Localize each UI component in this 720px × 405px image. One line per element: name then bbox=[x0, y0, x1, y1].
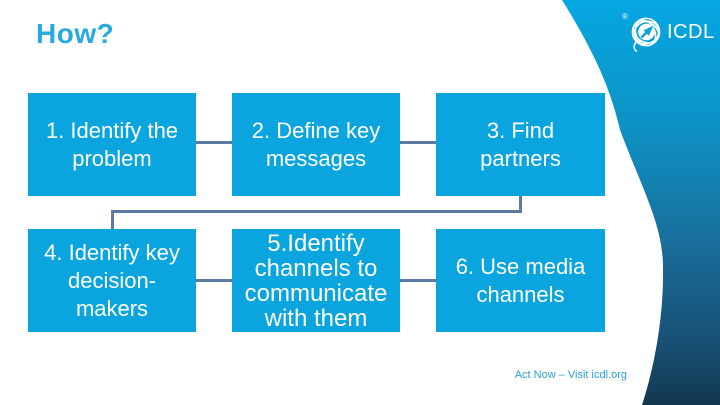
step-box-4: 4. Identify key decision- makers bbox=[28, 229, 196, 332]
icdl-wordmark: ICDL bbox=[667, 21, 715, 43]
registered-mark: ® bbox=[622, 12, 628, 21]
icdl-globe-icon bbox=[631, 17, 661, 53]
step-box-1: 1. Identify the problem bbox=[28, 93, 196, 196]
connector-3-4-elbow-down bbox=[519, 196, 522, 212]
step-box-2: 2. Define key messages bbox=[232, 93, 400, 196]
step-box-3: 3. Find partners bbox=[436, 93, 605, 196]
icdl-logo: ® ICDL bbox=[618, 10, 718, 58]
connector-3-4-elbow-into-4 bbox=[111, 212, 114, 229]
step-box-6: 6. Use media channels bbox=[436, 229, 605, 332]
connector-4-5 bbox=[196, 279, 232, 282]
step-box-5: 5.Identify channels to communicate with … bbox=[232, 229, 400, 332]
connector-5-6 bbox=[400, 279, 436, 282]
connector-2-3 bbox=[400, 141, 436, 144]
slide-title: How? bbox=[36, 18, 115, 49]
connector-1-2 bbox=[196, 141, 232, 144]
footer-link: Act Now – Visit icdl.org bbox=[514, 369, 627, 381]
connector-3-4-elbow-across bbox=[111, 210, 522, 213]
